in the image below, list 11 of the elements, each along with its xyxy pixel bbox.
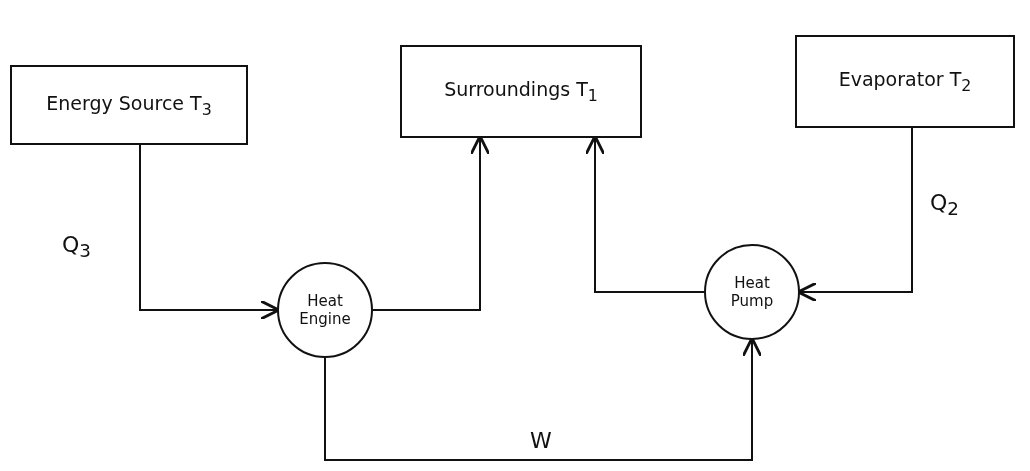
edge-label: Q$_{2}$	[930, 190, 959, 220]
node-label: Heat Engine	[298, 292, 352, 328]
node-label: Surroundings T$_{1}$	[444, 78, 598, 105]
node-label: Evaporator T$_{2}$	[838, 68, 972, 95]
edge-label: Q$_{3}$	[62, 232, 91, 262]
process-box	[10, 65, 248, 145]
process-box	[400, 45, 642, 138]
process-box	[795, 35, 1015, 128]
edge-label: W	[530, 428, 552, 453]
node-label: Heat Pump	[729, 274, 775, 310]
node-label: Energy Source T$_{3}$	[46, 91, 212, 119]
